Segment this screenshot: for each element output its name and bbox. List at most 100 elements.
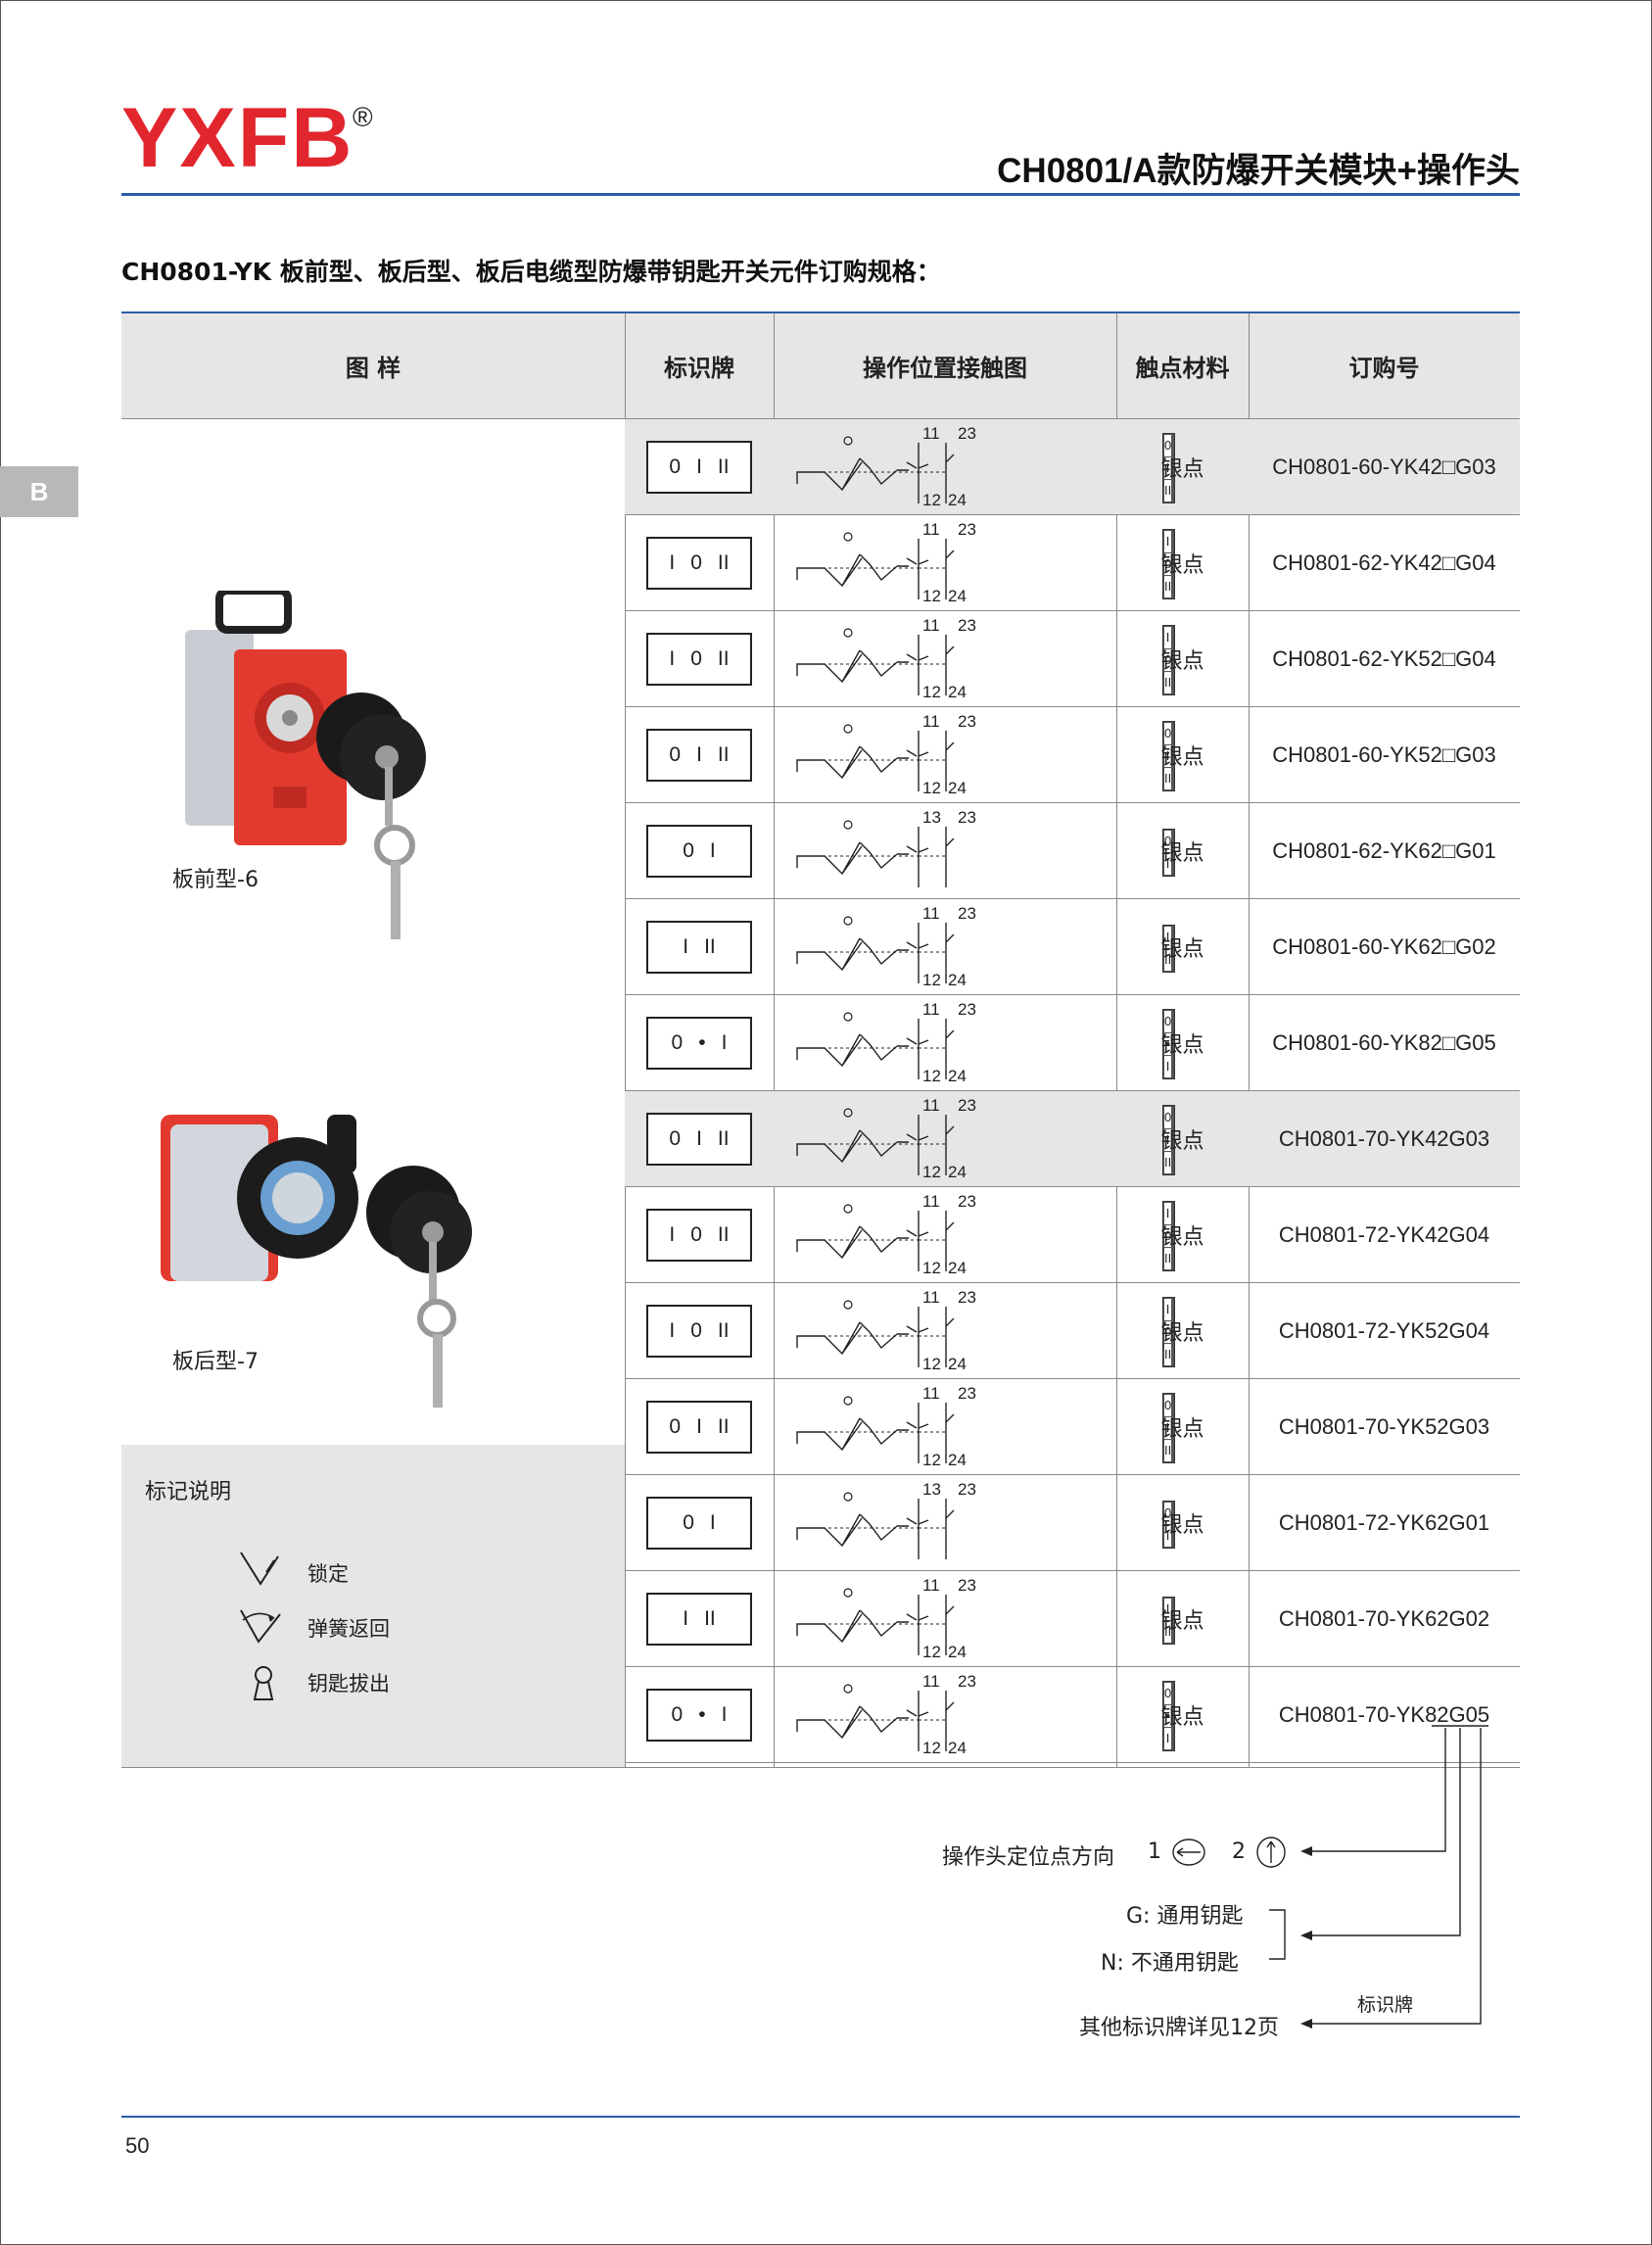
page-title: CH0801/A款防爆开关模块+操作头 [997, 152, 1520, 190]
order-number: CH0801-70-YK82G05 [1278, 1701, 1490, 1727]
grid-position-label: II [1162, 1247, 1173, 1270]
nameplate-position: II [717, 646, 730, 670]
contact-terminal-label: 23 [958, 712, 976, 731]
contact-terminal-label: 23 [958, 808, 976, 827]
contact-terminal-label: 24 [948, 779, 967, 797]
contact-material: 银点 [1160, 1320, 1204, 1346]
contact-terminal-label: 23 [958, 424, 976, 443]
order-number: CH0801-72-YK42G04 [1278, 1221, 1490, 1247]
nameplate-position: I [669, 550, 676, 574]
nameplate-position: I [683, 934, 689, 958]
grid-position-label: II [1162, 767, 1173, 790]
order-number: CH0801-70-YK52G03 [1278, 1413, 1490, 1439]
nameplate-position: I [696, 1126, 702, 1150]
contact-terminal-label: 24 [948, 491, 967, 509]
contact-terminal-label: 23 [958, 520, 976, 539]
contact-terminal-label: 11 [922, 904, 940, 923]
contact-terminal-label: 12 [922, 1643, 941, 1661]
contact-terminal-label: 12 [922, 683, 941, 701]
contact-terminal-label: 24 [948, 683, 967, 701]
contact-terminal-label: 12 [922, 779, 941, 797]
contact-terminal-label: 23 [958, 1096, 976, 1115]
plate-label: 标识牌 [1357, 1994, 1414, 2016]
col-header-diagram: 操作位置接触图 [774, 313, 1116, 419]
contact-terminal-label: 23 [958, 904, 976, 923]
nameplate-position: II [717, 454, 730, 478]
legend-spring: 弹簧返回 [307, 1617, 390, 1641]
contact-terminal-label: 23 [958, 1000, 976, 1019]
product-image-panel: 板前型-6 板后型-7 [121, 419, 625, 1447]
contact-terminal-label: 12 [922, 587, 941, 605]
contact-terminal-label: 11 [922, 424, 940, 443]
nameplate-position: 0 [683, 838, 694, 862]
nameplate-position: I [669, 646, 676, 670]
contact-terminal-label: 24 [948, 1739, 967, 1757]
nameplate-position: I [721, 1702, 728, 1726]
switch-symbol: 11 23 12 24 [796, 712, 976, 797]
nameplate-position: I [721, 1030, 728, 1054]
contact-material: 银点 [1160, 840, 1204, 866]
contact-material: 银点 [1160, 1032, 1204, 1058]
contact-terminal-label: 23 [958, 1480, 976, 1499]
nameplate-position: • [698, 1030, 706, 1054]
grid-contact-closed [1172, 1727, 1175, 1750]
footer-rule [121, 2116, 1520, 2118]
contact-terminal-label: 24 [948, 1259, 967, 1277]
grid-contact-closed [1172, 1343, 1175, 1366]
nameplate-position: I [709, 1510, 716, 1534]
contact-terminal-label: 11 [922, 1288, 940, 1307]
contact-material: 银点 [1160, 648, 1204, 674]
section-tab[interactable]: B [0, 466, 78, 517]
grid-position-label: II [1162, 479, 1173, 502]
nameplate-position: 0 [690, 550, 702, 574]
col-header-image: 图 样 [121, 313, 625, 419]
grid-position-label: II [1162, 575, 1173, 598]
contact-position-grid: 0•I [1162, 1681, 1176, 1751]
grid-contact-closed [1172, 852, 1175, 876]
order-number: CH0801-62-YK52□G04 [1272, 645, 1496, 671]
direction-1-label: 1 [1148, 1839, 1161, 1864]
legend-key-out: 钥匙拔出 [307, 1672, 390, 1696]
nameplate-position: II [717, 1222, 730, 1246]
table-bottom-rule [121, 1767, 1520, 1768]
grid-position-label: II [1162, 1343, 1173, 1366]
plate-cell: 0•I [625, 1667, 774, 1762]
contact-material: 银点 [1160, 1128, 1204, 1154]
contact-terminal-label: 11 [922, 712, 940, 731]
nameplate: 0•I [646, 1688, 752, 1742]
contact-terminal-label: 12 [922, 1163, 941, 1181]
nameplate-position: II [717, 742, 730, 766]
nameplate-position: II [704, 934, 716, 958]
order-number: CH0801-62-YK62□G01 [1272, 837, 1496, 863]
contact-material: 银点 [1160, 936, 1204, 962]
contact-terminal-label: 11 [922, 1000, 940, 1019]
